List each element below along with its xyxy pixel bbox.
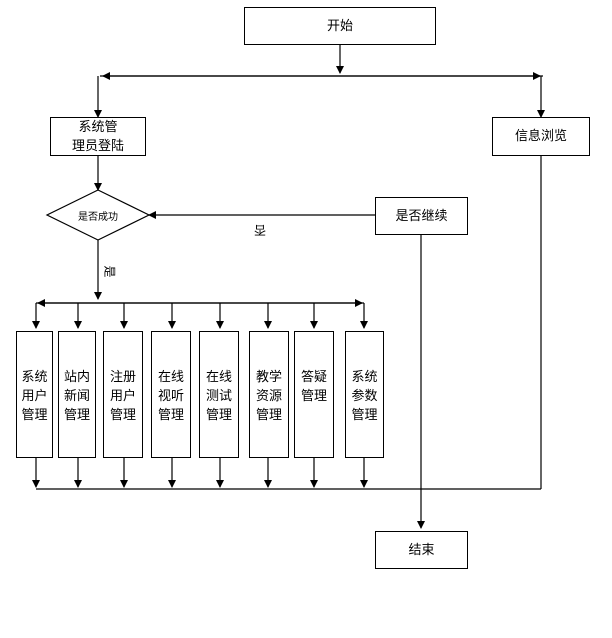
info-browse-label: 信息浏览 [514, 129, 567, 144]
module-label-line: 系统 [21, 370, 48, 385]
module-label-line: 管理 [351, 408, 378, 423]
login-success-label: 是否成功 [78, 212, 118, 223]
module-label-line: 视听 [157, 389, 184, 404]
admin-login-label-line2: 理员登陆 [71, 138, 124, 154]
module-label-line: 注册 [109, 370, 136, 385]
module-label-line: 管理 [21, 408, 48, 423]
module-system-params: 系统 参数 管理 [345, 331, 384, 458]
module-site-news: 站内 新闻 管理 [58, 331, 96, 458]
module-label-line: 管理 [300, 389, 327, 404]
end-label: 结束 [408, 542, 435, 558]
edge-label-no: 否 [254, 223, 267, 237]
module-label-line: 站内 [63, 370, 90, 385]
module-label-line: 参数 [351, 389, 378, 404]
start-node: 开始 [244, 7, 436, 45]
module-label-line: 管理 [109, 408, 136, 423]
module-registered-users: 注册 用户 管理 [103, 331, 143, 458]
module-qa: 答疑 管理 [294, 331, 334, 458]
module-online-av: 在线 视听 管理 [151, 331, 191, 458]
admin-login-label-line1: 系统管 [78, 119, 118, 135]
module-label-line: 管理 [205, 408, 232, 423]
module-label-line: 在线 [205, 370, 232, 385]
module-label-line: 管理 [63, 408, 90, 423]
module-label-line: 答疑 [300, 370, 327, 385]
decision-diamond [45, 189, 151, 241]
module-teaching-resources: 教学 资源 管理 [249, 331, 289, 458]
module-label-line: 系统 [351, 370, 378, 385]
edge-label-yes: 是 [102, 265, 117, 278]
module-label-line: 资源 [255, 389, 282, 404]
continue-node: 是否继续 [375, 197, 468, 235]
module-online-test: 在线 测试 管理 [199, 331, 239, 458]
end-node: 结束 [375, 531, 468, 569]
module-system-users: 系统 用户 管理 [16, 331, 53, 458]
module-label-line: 在线 [157, 370, 184, 385]
start-label: 开始 [326, 18, 353, 34]
module-label-line: 测试 [205, 389, 232, 404]
admin-login-node: 系统管 理员登陆 [50, 117, 146, 156]
module-label-line: 管理 [255, 408, 282, 423]
module-label-line: 管理 [157, 408, 184, 423]
module-label-line: 新闻 [63, 389, 90, 404]
module-label-line: 用户 [21, 389, 48, 404]
module-label-line: 教学 [255, 370, 282, 385]
continue-label: 是否继续 [395, 208, 448, 224]
info-browse-node: 信息浏览 [492, 117, 590, 156]
module-label-line: 用户 [109, 389, 136, 404]
